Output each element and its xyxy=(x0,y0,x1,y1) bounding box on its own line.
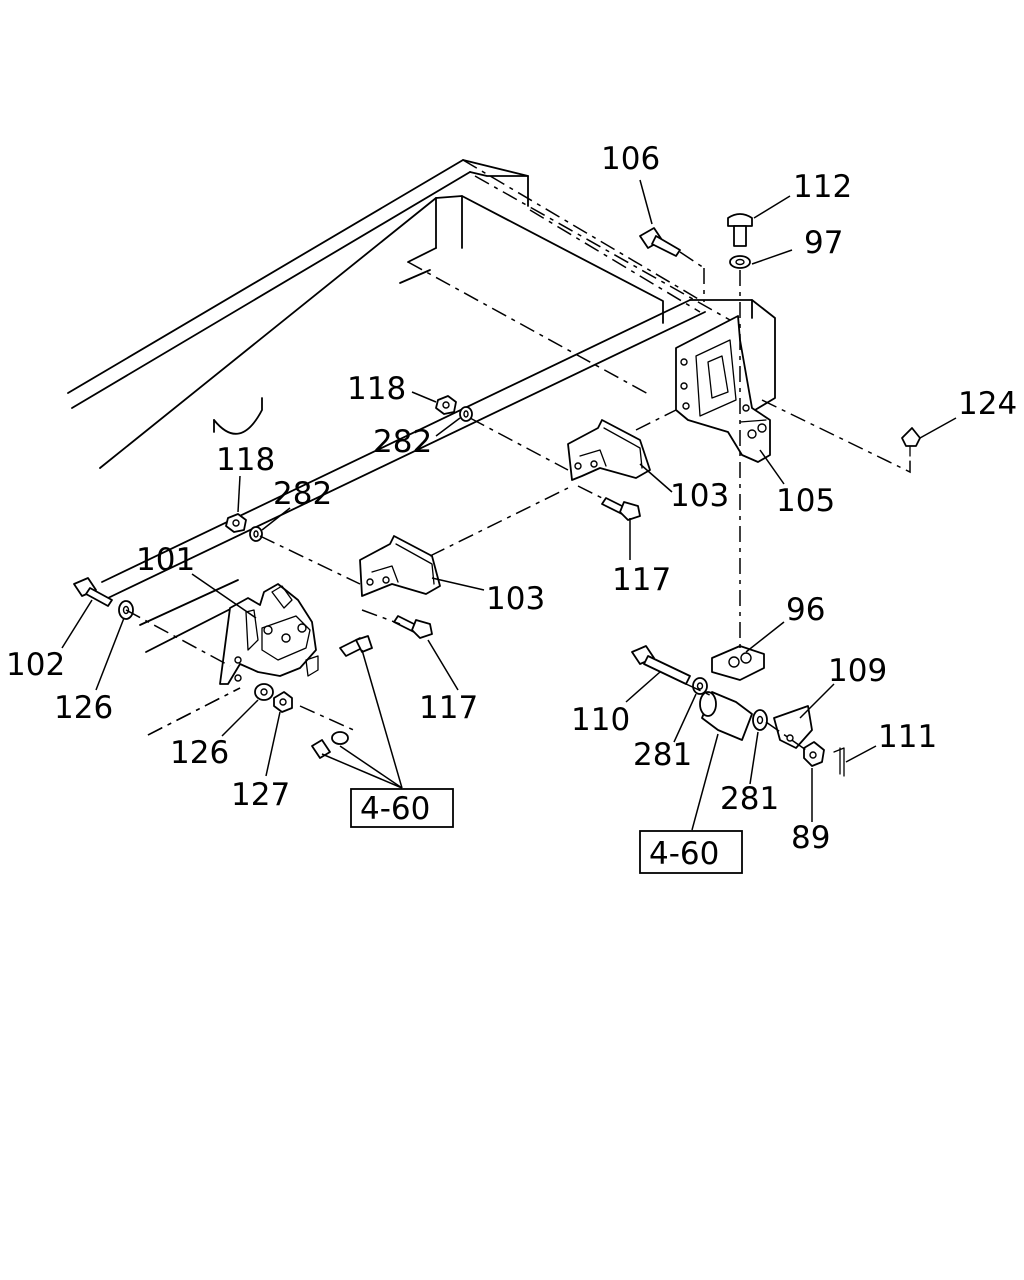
callout-282: 282 xyxy=(373,424,432,460)
leader-lines xyxy=(61,179,957,831)
callout-102: 102 xyxy=(6,647,65,683)
callout-101: 101 xyxy=(136,542,195,578)
bracket-105 xyxy=(675,315,771,463)
callout-109: 109 xyxy=(828,653,887,689)
reference-box-left[interactable]: 4-60 xyxy=(350,788,454,828)
bushing xyxy=(699,691,753,741)
callout-110: 110 xyxy=(571,702,630,738)
callout-126: 126 xyxy=(54,690,113,726)
callout-97: 97 xyxy=(804,225,843,261)
washer-281-right xyxy=(752,709,768,731)
callout-127: 127 xyxy=(231,777,290,813)
callout-112: 112 xyxy=(793,169,852,205)
callout-labels: 106 112 97 118 282 124 118 282 103 105 1… xyxy=(6,141,1017,856)
bolt-102 xyxy=(73,577,113,607)
washer-97 xyxy=(729,255,751,269)
callout-96: 96 xyxy=(786,592,825,628)
nut-127 xyxy=(273,691,293,713)
bracket-101 xyxy=(219,583,319,685)
washer-281-left xyxy=(692,677,708,695)
nut-89 xyxy=(803,741,825,767)
callout-105: 105 xyxy=(776,483,835,519)
callout-103: 103 xyxy=(486,581,545,617)
callout-281: 281 xyxy=(720,781,779,817)
grease-nipple-124 xyxy=(901,427,921,457)
chassis-frame xyxy=(67,159,776,736)
washer-282-upper xyxy=(459,406,473,422)
bolt-lower-ref xyxy=(311,635,373,759)
nut-118-lower xyxy=(225,513,247,533)
bolt-110 xyxy=(631,645,691,685)
callout-89: 89 xyxy=(791,820,830,856)
washer-282-lower xyxy=(249,526,263,542)
reference-label: 4-60 xyxy=(649,836,719,872)
callout-111: 111 xyxy=(878,719,937,755)
assembly-lines xyxy=(125,251,911,751)
callout-106: 106 xyxy=(601,141,660,177)
reference-label: 4-60 xyxy=(360,791,430,827)
callout-126: 126 xyxy=(170,735,229,771)
bolt-106 xyxy=(639,227,681,257)
callout-282: 282 xyxy=(273,476,332,512)
reference-box-right[interactable]: 4-60 xyxy=(639,830,743,874)
callout-124: 124 xyxy=(958,386,1017,422)
nut-118-upper xyxy=(435,395,457,415)
shackle-96 xyxy=(711,645,765,681)
bracket-103-upper xyxy=(567,419,651,481)
callout-281: 281 xyxy=(633,737,692,773)
washer-126-lower xyxy=(254,683,274,701)
bolt-112 xyxy=(727,213,753,247)
callout-118: 118 xyxy=(216,442,275,478)
cotter-pin-111 xyxy=(833,747,845,777)
callout-117: 117 xyxy=(612,562,671,598)
bolt-117-lower xyxy=(393,615,433,639)
callout-117: 117 xyxy=(419,690,478,726)
callout-103: 103 xyxy=(670,478,729,514)
callout-118: 118 xyxy=(347,371,406,407)
bolt-117-upper xyxy=(601,497,641,521)
bracket-103-lower xyxy=(359,535,441,597)
